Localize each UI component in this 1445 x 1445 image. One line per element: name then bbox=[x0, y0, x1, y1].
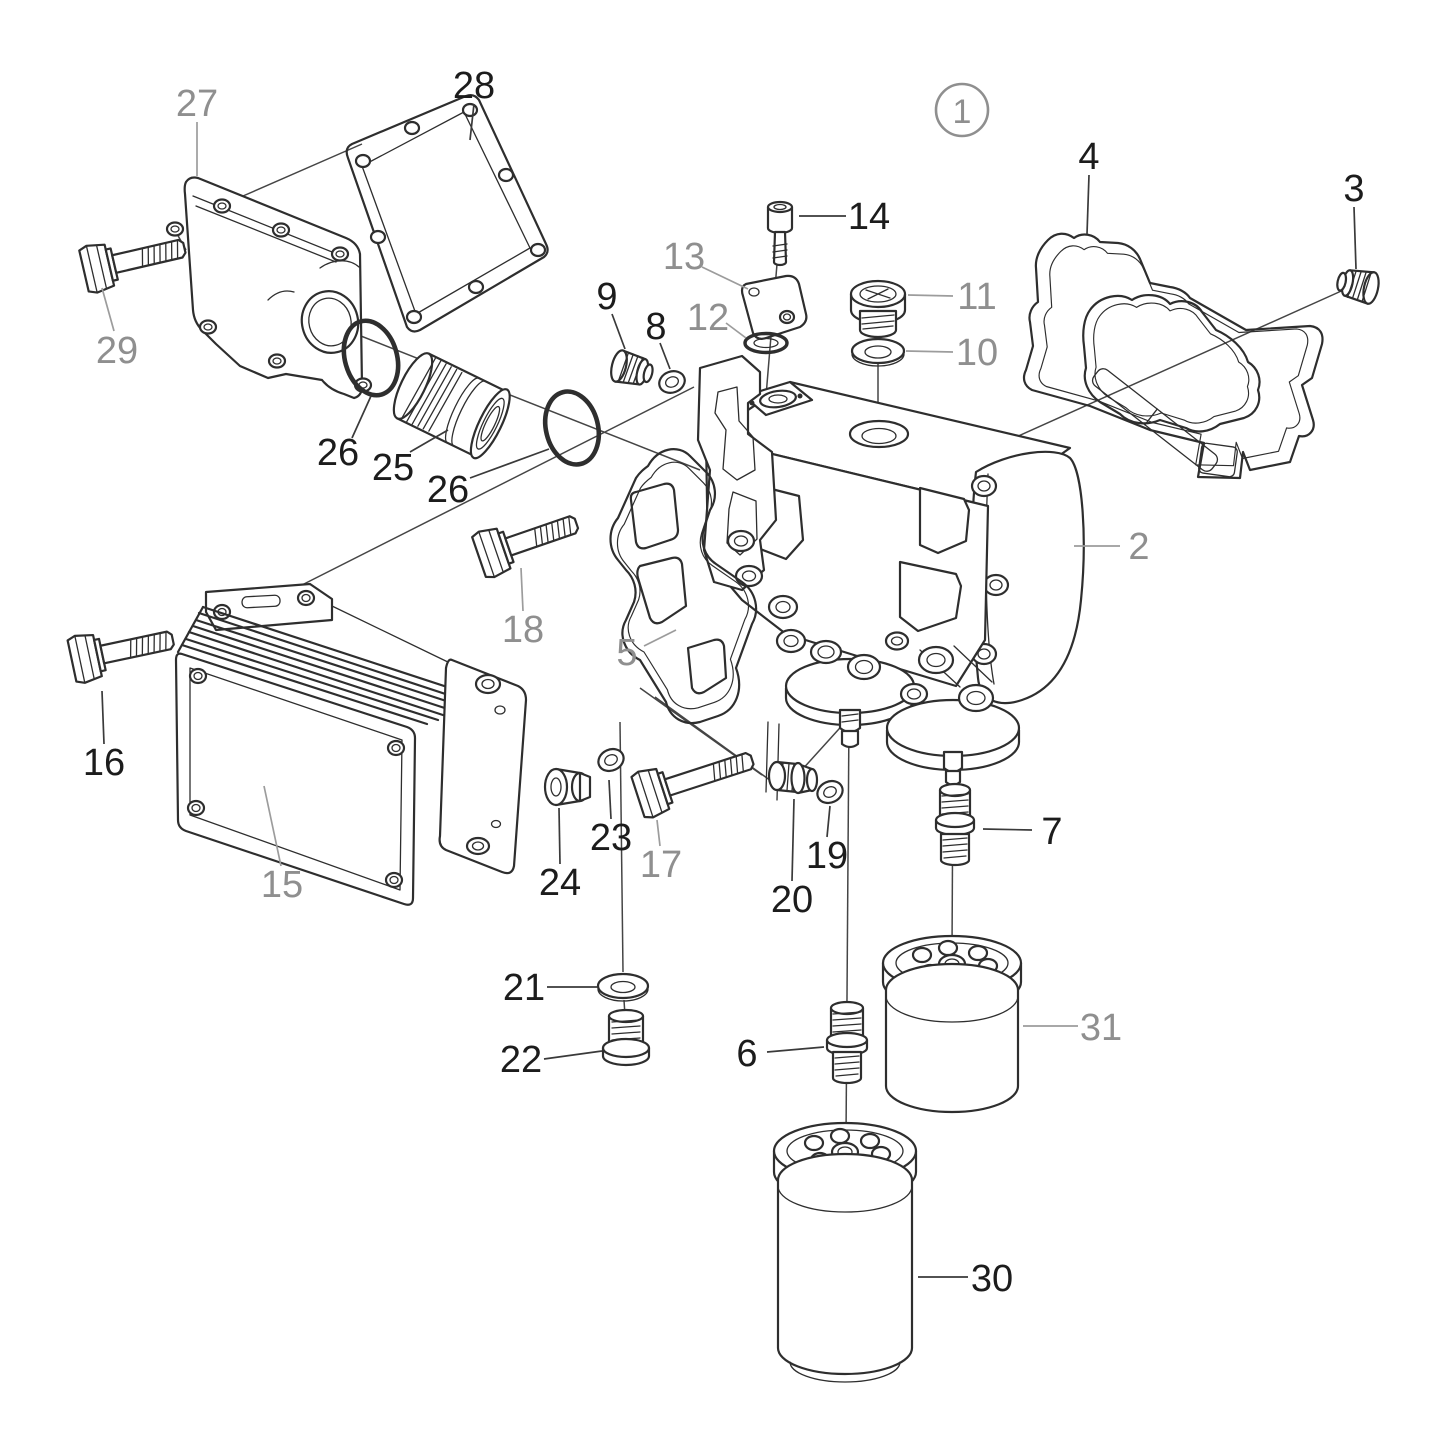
part-21-sealing-washer bbox=[596, 972, 650, 1002]
leader-line-26b bbox=[469, 448, 550, 479]
part-24-plug bbox=[543, 767, 592, 807]
callout-6: 6 bbox=[736, 1033, 757, 1075]
callout-17: 17 bbox=[640, 844, 682, 886]
callout-23: 23 bbox=[590, 817, 632, 859]
leader-line-23 bbox=[608, 779, 612, 820]
callout-4: 4 bbox=[1078, 136, 1099, 178]
leader-line-9 bbox=[611, 313, 626, 350]
leader-line-4 bbox=[1086, 174, 1090, 235]
leader-line-11 bbox=[907, 294, 954, 297]
callout-29: 29 bbox=[96, 330, 138, 372]
part-14-bolt bbox=[766, 200, 794, 267]
part-23-sealing-washer bbox=[593, 743, 629, 777]
callout-2: 2 bbox=[1128, 526, 1149, 568]
callout-19: 19 bbox=[806, 835, 848, 877]
part-12-oring bbox=[743, 331, 789, 355]
part-19-sealing-washer bbox=[812, 775, 848, 809]
leader-line-18 bbox=[520, 567, 524, 612]
part-13-blanking-plate bbox=[740, 274, 808, 340]
leader-line-25 bbox=[409, 429, 449, 453]
part-25-sleeve bbox=[392, 352, 511, 460]
assembly-bubble-circle bbox=[934, 82, 990, 138]
callout-26b: 26 bbox=[427, 469, 469, 511]
part-27-end-cover bbox=[165, 176, 373, 400]
part-22-drain-plug bbox=[601, 1008, 651, 1067]
callout-20: 20 bbox=[771, 879, 813, 921]
callout-15: 15 bbox=[261, 864, 303, 906]
callout-21: 21 bbox=[503, 967, 545, 1009]
leader-line-29 bbox=[101, 287, 115, 332]
callout-14: 14 bbox=[848, 196, 890, 238]
callout-26a: 26 bbox=[317, 432, 359, 474]
callout-22: 22 bbox=[500, 1039, 542, 1081]
part-17-bolt bbox=[629, 735, 761, 821]
part-30-oil-filter bbox=[772, 1121, 918, 1383]
leader-line-3 bbox=[1353, 206, 1357, 270]
leader-line-17 bbox=[656, 819, 661, 847]
part-26-oring-front bbox=[341, 318, 401, 398]
part-9-plug bbox=[607, 347, 657, 391]
part-3-plug bbox=[1333, 264, 1383, 307]
leader-line-10 bbox=[905, 350, 954, 353]
leader-line-22 bbox=[543, 1050, 603, 1060]
part-15-oil-cooler bbox=[174, 582, 528, 906]
part-7-nipple bbox=[934, 782, 976, 867]
part-6-nipple bbox=[825, 1000, 869, 1085]
leader-line-12 bbox=[725, 322, 747, 339]
callout-27: 27 bbox=[176, 83, 218, 125]
callout-18: 18 bbox=[502, 609, 544, 651]
leader-line-19 bbox=[826, 805, 831, 838]
callout-24: 24 bbox=[539, 862, 581, 904]
part-10-sealing-washer bbox=[850, 337, 906, 367]
leader-line-28 bbox=[469, 103, 475, 141]
leader-line-7 bbox=[982, 828, 1033, 831]
part-31-oil-filter bbox=[881, 934, 1023, 1114]
part-2-filter-housing bbox=[696, 354, 1085, 801]
leader-line-20 bbox=[791, 798, 795, 882]
leader-line-8 bbox=[659, 342, 671, 370]
part-16-bolt bbox=[65, 615, 179, 686]
leader-line-6 bbox=[766, 1046, 825, 1053]
callout-30: 30 bbox=[971, 1258, 1013, 1300]
part-26-oring-rear bbox=[542, 389, 602, 467]
callout-7: 7 bbox=[1041, 811, 1062, 853]
leader-line-16 bbox=[101, 690, 105, 745]
callout-31: 31 bbox=[1080, 1007, 1122, 1049]
callout-9: 9 bbox=[596, 276, 617, 318]
callout-10: 10 bbox=[956, 332, 998, 374]
leader-line-5 bbox=[643, 629, 677, 647]
assembly-bubble-number: 1 bbox=[953, 93, 972, 131]
leader-line-15 bbox=[263, 785, 282, 867]
callout-5: 5 bbox=[616, 632, 637, 674]
assembly-number-bubble: 1 bbox=[934, 82, 990, 138]
part-5-gasket bbox=[609, 448, 758, 725]
callout-12: 12 bbox=[687, 297, 729, 339]
part-11-plug bbox=[849, 279, 907, 339]
part-28-cover-gasket bbox=[345, 94, 549, 333]
leader-lines bbox=[101, 103, 1357, 1278]
leader-line-26a bbox=[351, 395, 372, 439]
callout-13: 13 bbox=[663, 236, 705, 278]
callout-16: 16 bbox=[83, 742, 125, 784]
part-18-bolt bbox=[470, 499, 586, 581]
leader-line-13 bbox=[701, 266, 749, 290]
callout-8: 8 bbox=[645, 306, 666, 348]
callout-11: 11 bbox=[957, 276, 996, 318]
callout-28: 28 bbox=[453, 65, 495, 107]
part-4-housing-gasket bbox=[1022, 232, 1324, 480]
callout-3: 3 bbox=[1343, 168, 1364, 210]
leader-line-24 bbox=[558, 807, 561, 865]
callout-25: 25 bbox=[372, 447, 414, 489]
part-20-fitting bbox=[767, 760, 819, 795]
